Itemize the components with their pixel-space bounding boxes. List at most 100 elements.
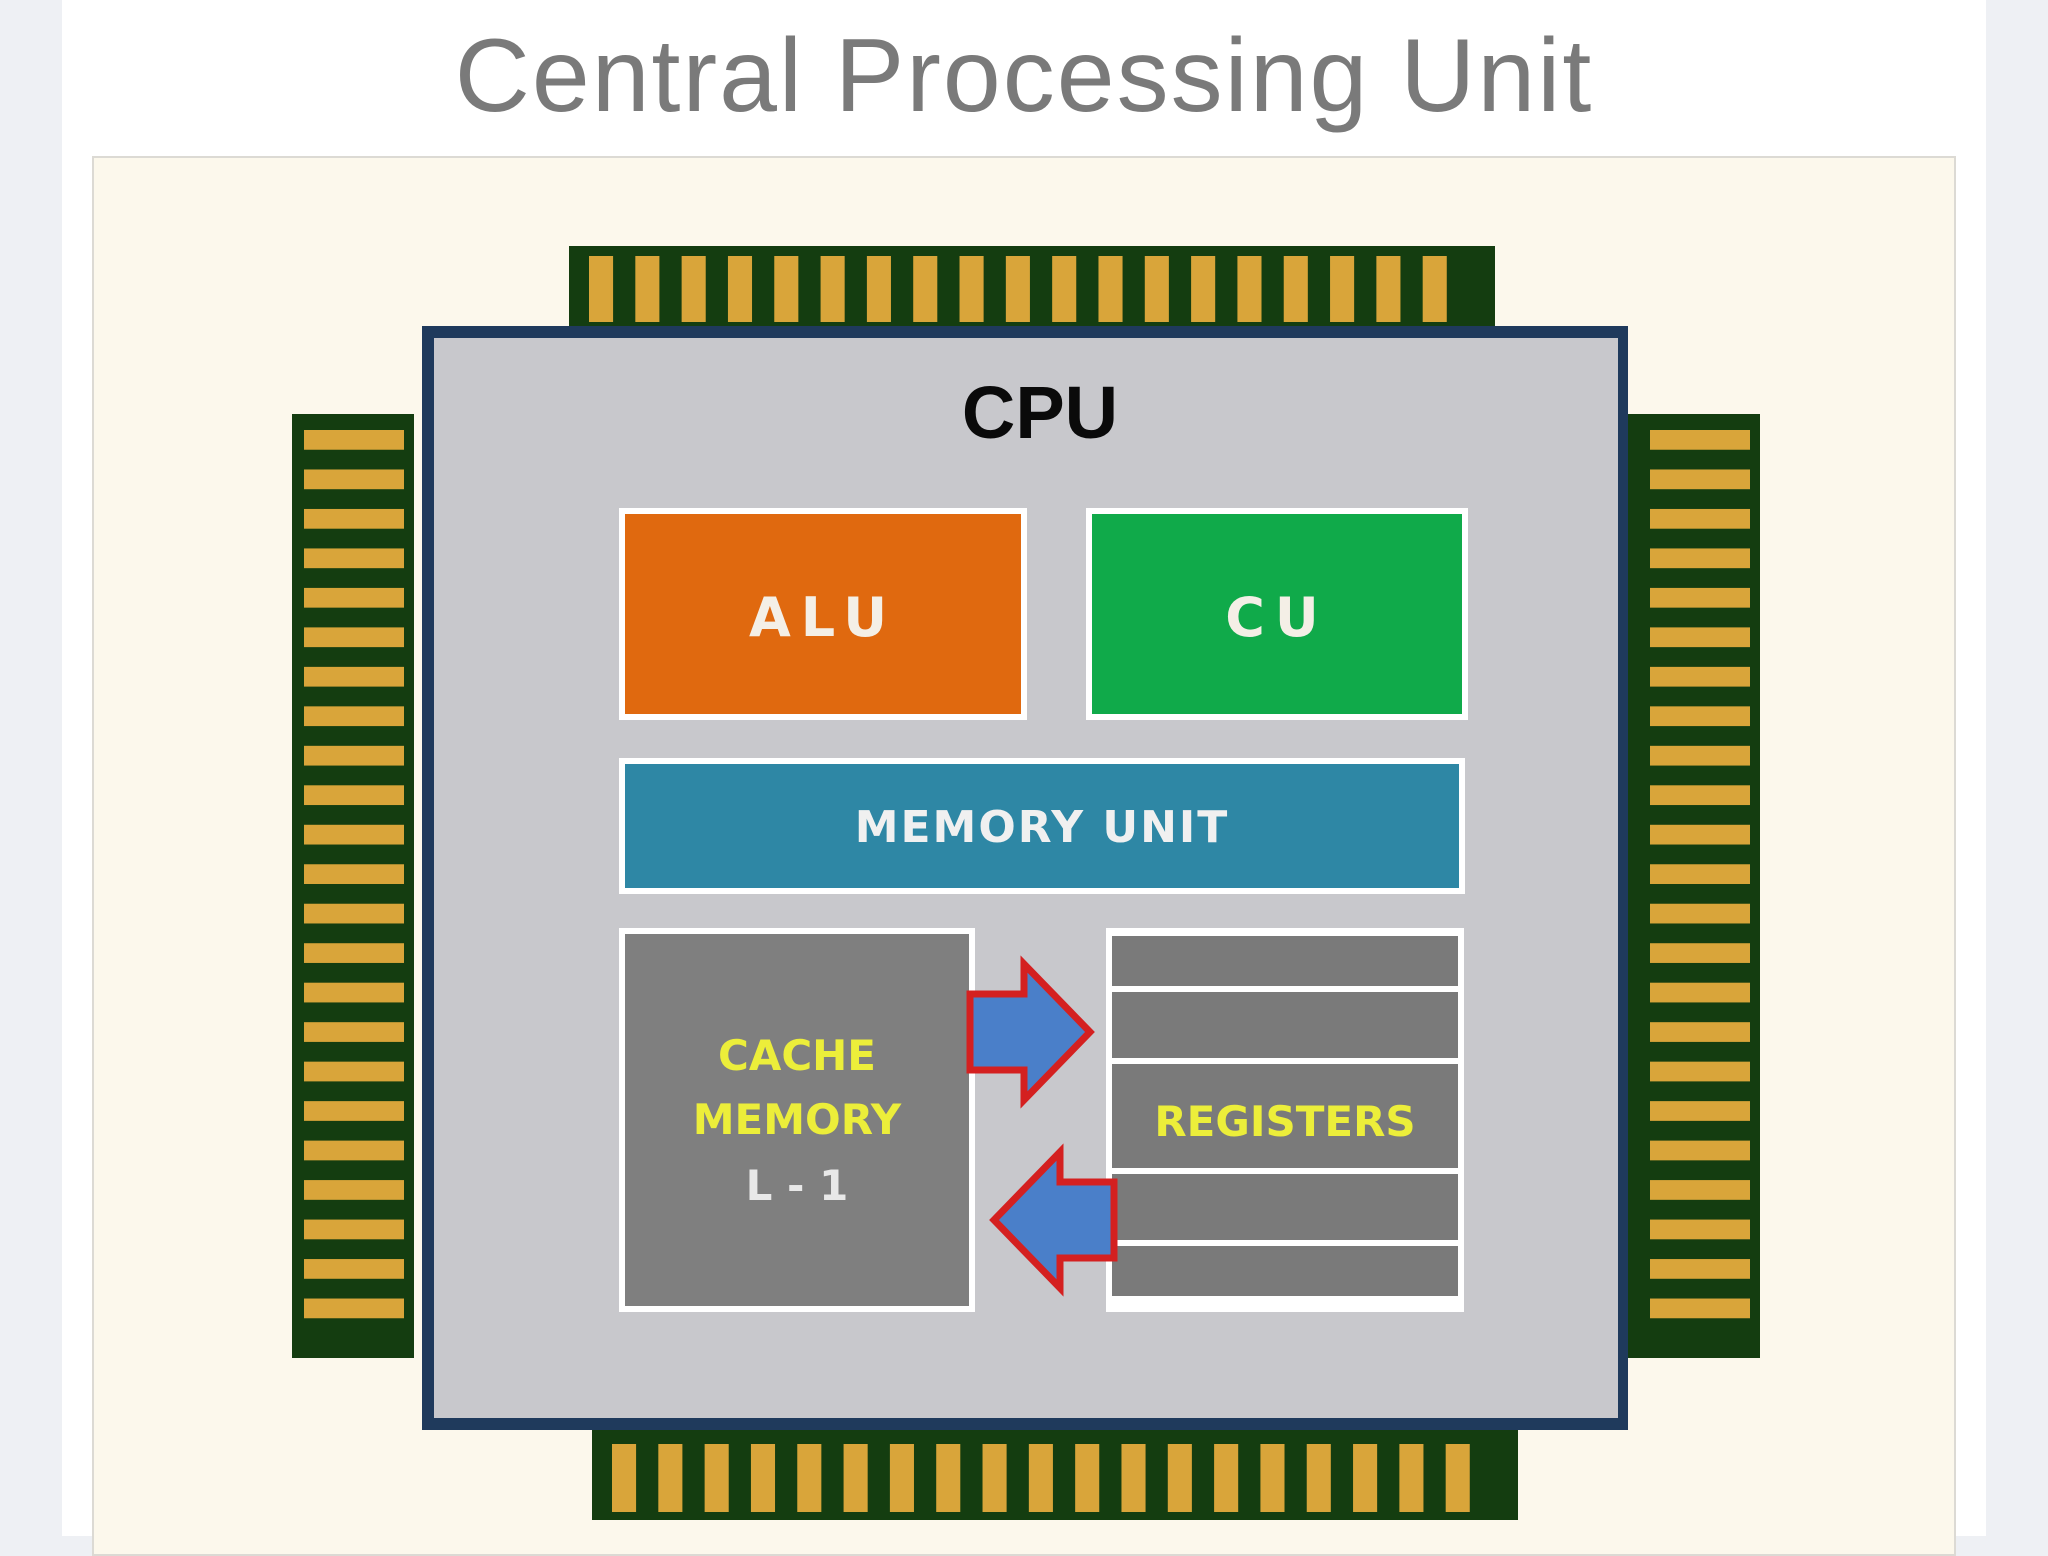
cpu-pin <box>843 1444 868 1512</box>
cpu-pin <box>304 982 404 1003</box>
cpu-pin <box>304 785 404 806</box>
cpu-pin <box>304 469 404 490</box>
left-pin-strip <box>292 414 414 1358</box>
cpu-pin <box>304 1298 404 1319</box>
arrow-to-registers <box>966 955 1095 1109</box>
cpu-pin <box>1650 627 1750 648</box>
cache-label-line1: CACHE <box>718 1031 876 1080</box>
cpu-pin <box>1191 256 1216 322</box>
right-pin-strip <box>1624 414 1760 1358</box>
cpu-pin <box>1650 785 1750 806</box>
cpu-pin <box>1650 548 1750 569</box>
cpu-diagram: CPU ALU CU MEMORY UNIT CACHE MEMORY L - … <box>292 246 1760 1520</box>
cpu-pin <box>1650 1140 1750 1161</box>
register-cell <box>1112 1246 1458 1296</box>
cpu-pin <box>1650 982 1750 1003</box>
cpu-pin <box>304 1101 404 1121</box>
register-cell <box>1112 1174 1458 1240</box>
cpu-pin <box>889 1444 914 1512</box>
memory-unit-label: MEMORY UNIT <box>855 802 1230 853</box>
cpu-pin <box>304 587 404 608</box>
cpu-pin <box>1650 1298 1750 1319</box>
cpu-pin <box>304 430 404 450</box>
cpu-pin <box>1650 430 1750 450</box>
cpu-pin <box>1650 1259 1750 1279</box>
cpu-pin <box>1005 256 1030 322</box>
cpu-pin <box>1650 666 1750 687</box>
cpu-pin <box>635 256 660 322</box>
cpu-pin <box>982 1444 1007 1512</box>
chip-label: CPU <box>962 371 1118 454</box>
cpu-pin <box>1650 508 1750 529</box>
cpu-pin <box>1052 256 1077 322</box>
cpu-pin <box>1650 1180 1750 1200</box>
cpu-pin <box>820 256 845 322</box>
registers-label: REGISTERS <box>1154 1097 1415 1146</box>
cpu-pin <box>1167 1444 1192 1512</box>
cpu-pin <box>1422 256 1447 322</box>
cpu-pin <box>1650 864 1750 884</box>
cpu-pin <box>936 1444 961 1512</box>
cpu-pin <box>304 1061 404 1082</box>
cu-label: CU <box>1225 586 1328 649</box>
cpu-pin <box>1260 1444 1285 1512</box>
cpu-pin <box>704 1444 729 1512</box>
arrow-to-cache <box>989 1143 1118 1297</box>
cpu-pin <box>658 1444 683 1512</box>
cpu-pin <box>304 1022 404 1042</box>
cpu-pin <box>1650 903 1750 924</box>
cpu-pin <box>1283 256 1308 322</box>
cpu-pin <box>750 1444 776 1512</box>
cpu-pin <box>1306 1444 1331 1512</box>
cpu-pin <box>1399 1444 1424 1512</box>
cpu-pin <box>1650 1219 1750 1240</box>
cpu-pin <box>959 256 984 322</box>
cpu-pin <box>1098 256 1123 322</box>
cpu-pin <box>1376 256 1401 322</box>
cpu-pin <box>774 256 799 322</box>
cache-label-line2: MEMORY <box>693 1095 902 1144</box>
pin-group <box>304 256 1750 1512</box>
cpu-pin <box>866 256 891 322</box>
cpu-pin <box>1650 1061 1750 1082</box>
cpu-pin <box>727 256 753 322</box>
figure-frame: CPU ALU CU MEMORY UNIT CACHE MEMORY L - … <box>92 156 1956 1556</box>
cpu-pin <box>1028 1444 1053 1512</box>
memory-unit-fill <box>625 764 1459 888</box>
cpu-pin <box>1650 1022 1750 1042</box>
cpu-pin <box>1353 1444 1378 1512</box>
cpu-pin <box>1650 824 1750 845</box>
cpu-pin <box>1445 1444 1470 1512</box>
cache-label-line3: L - 1 <box>746 1161 849 1210</box>
cpu-pin <box>304 1219 404 1240</box>
register-cell <box>1112 1064 1458 1168</box>
cpu-pin <box>304 864 404 884</box>
cpu-pin <box>1237 256 1262 322</box>
cpu-pin <box>1121 1444 1146 1512</box>
cpu-pin <box>1144 256 1169 322</box>
cpu-pin <box>304 745 404 766</box>
cu-fill <box>1092 514 1462 714</box>
cpu-pin <box>304 943 404 963</box>
cpu-pin <box>304 1140 404 1161</box>
bottom-pin-strip <box>592 1428 1518 1520</box>
cpu-pin <box>913 256 938 322</box>
cpu-pin <box>304 548 404 569</box>
register-cell <box>1112 992 1458 1058</box>
cpu-pin <box>1650 943 1750 963</box>
cpu-pin <box>304 1180 404 1200</box>
cpu-pin <box>304 824 404 845</box>
cpu-pin <box>612 1444 637 1512</box>
cpu-pin <box>1650 706 1750 727</box>
cpu-pin <box>304 627 404 648</box>
cpu-pin <box>1650 469 1750 490</box>
cpu-pin <box>681 256 706 322</box>
cpu-pin <box>304 666 404 687</box>
cpu-pin <box>304 508 404 529</box>
cpu-pin <box>1214 1444 1239 1512</box>
cache-memory-fill <box>625 934 969 1306</box>
cpu-pin <box>304 1259 404 1279</box>
register-cells <box>1112 936 1458 1296</box>
cpu-pin <box>304 903 404 924</box>
page-title: Central Processing Unit <box>454 18 1594 134</box>
